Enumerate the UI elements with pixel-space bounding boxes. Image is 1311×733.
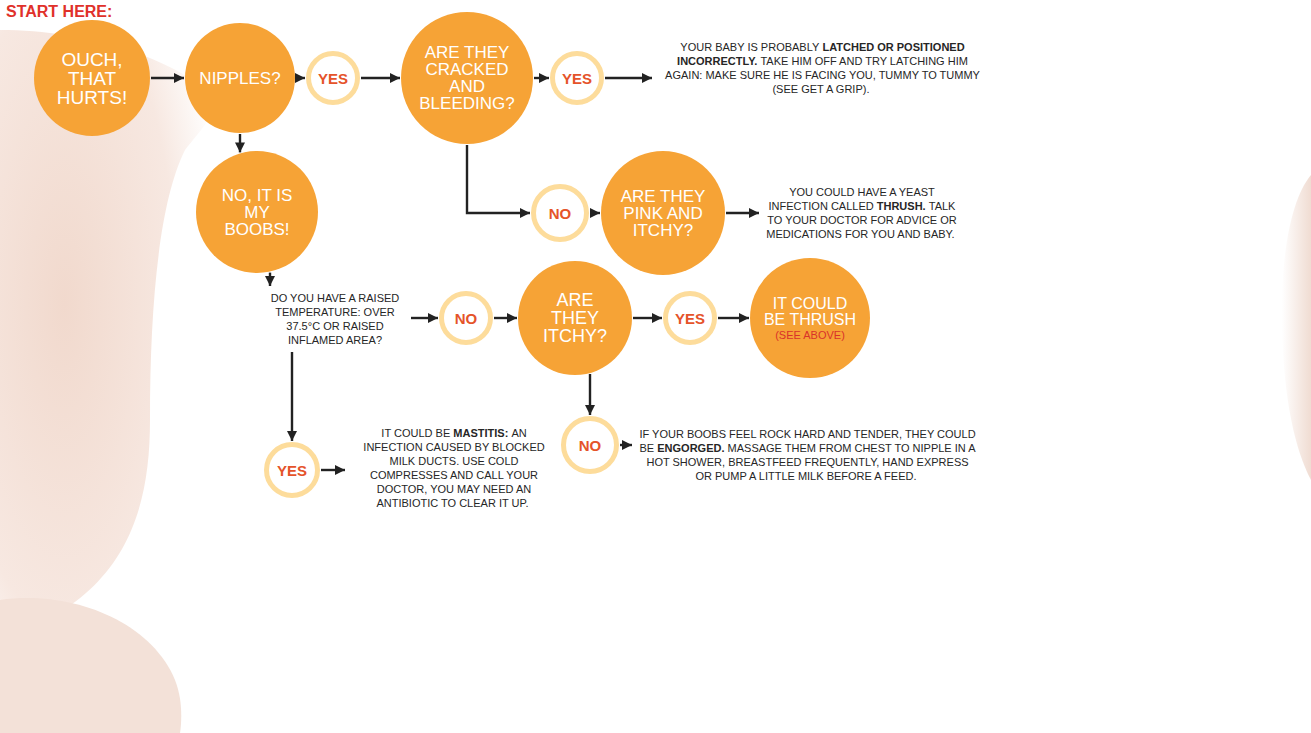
answer-label: YES (277, 462, 307, 479)
advice-text: IF YOUR BOOBS FEEL ROCK HARD AND TENDER,… (635, 425, 980, 485)
flow-arrow (589, 374, 591, 415)
question-circle: ARE THEY PINK AND ITCHY? (601, 151, 725, 275)
keyword-text: THRUSH. (877, 200, 926, 212)
text-holder: NO (549, 205, 572, 222)
text-holder: YES (675, 310, 705, 327)
flow-arrow (633, 317, 662, 319)
node-label: NIPPLES? (196, 70, 284, 87)
answer-ring: NO (561, 416, 619, 474)
flow-arrow (296, 77, 305, 79)
node-label: DO YOU HAVE A RAISED TEMPERATURE: OVER 3… (266, 291, 404, 347)
advice-text: YOU COULD HAVE A YEAST INFECTION CALLEDT… (762, 183, 962, 243)
text-holder: YES (562, 70, 592, 87)
answer-ring: NO (531, 184, 589, 242)
text-holder: OUCH, THAT HURTS! (49, 50, 135, 107)
flow-arrow (718, 317, 749, 319)
answer-ring: YES (306, 51, 360, 105)
flow-arrow (239, 134, 241, 152)
flow-arrow (534, 77, 549, 79)
flow-arrow (590, 212, 600, 214)
keyword-text: MASTITIS: (453, 427, 508, 439)
flow-arrow (151, 77, 184, 79)
node-label: OUCH, THAT HURTS! (49, 50, 135, 107)
answer-ring: YES (550, 51, 604, 105)
flow-arrow (291, 352, 293, 441)
body-text: YOUR BABY IS PROBABLY (680, 41, 819, 53)
question-circle: ARE THEY CRACKED AND BLEEDING? (401, 12, 533, 144)
node-label: ARE THEY CRACKED AND BLEEDING? (418, 44, 516, 112)
text-holder: NIPPLES? (196, 70, 284, 87)
flow-arrow (620, 444, 632, 446)
answer-label: YES (562, 70, 592, 87)
text-holder: IF YOUR BOOBS FEEL ROCK HARD AND TENDER,… (639, 427, 976, 483)
answer-ring: NO (439, 291, 493, 345)
answer-label: NO (455, 310, 478, 327)
answer-label: YES (318, 70, 348, 87)
text-holder: DO YOU HAVE A RAISED TEMPERATURE: OVER 3… (266, 291, 404, 347)
node-label: ARE THEY PINK AND ITCHY? (617, 188, 709, 239)
text-holder: NO, IT IS MY BOOBS! (212, 187, 302, 238)
text-holder: NO (579, 437, 602, 454)
text-holder: NO (455, 310, 478, 327)
flow-arrow (494, 317, 517, 319)
node-label: ARE THEY ITCHY? (532, 291, 619, 345)
second-figure (1282, 175, 1311, 480)
note-text: (SEE ABOVE) (762, 330, 858, 341)
question-circle: ARE THEY ITCHY? (518, 261, 632, 375)
text-holder: ARE THEY ITCHY? (532, 291, 619, 345)
start-circle: NO, IT IS MY BOOBS! (196, 151, 318, 273)
node-label: IT COULD BE THRUSH (762, 296, 858, 328)
start-circle: OUCH, THAT HURTS! (34, 20, 150, 136)
answer-label: NO (549, 205, 572, 222)
flow-arrow (321, 469, 345, 471)
question-circle: NIPPLES? (185, 23, 295, 133)
advice-text: IT COULD BEMASTITIS:AN INFECTION CAUSED … (348, 424, 560, 512)
text-holder: YOU COULD HAVE A YEAST INFECTION CALLEDT… (766, 185, 958, 241)
flow-arrow (726, 212, 759, 214)
flow-arrow (411, 317, 438, 319)
flow-arrow (605, 77, 652, 79)
node-label: NO, IT IS MY BOOBS! (212, 187, 302, 238)
body-text: IT COULD BE (381, 427, 450, 439)
keyword-text: ENGORGED. (657, 442, 724, 454)
advice-text: YOUR BABY IS PROBABLYLATCHED OR POSITION… (655, 38, 990, 98)
answer-label: NO (579, 437, 602, 454)
flow-arrow (467, 145, 530, 213)
question-text: DO YOU HAVE A RAISED TEMPERATURE: OVER 3… (262, 289, 408, 349)
text-holder: IT COULD BEMASTITIS:AN INFECTION CAUSED … (352, 426, 556, 510)
arm-shape (0, 598, 181, 733)
flow-arrow (361, 77, 400, 79)
text-holder: YES (318, 70, 348, 87)
text-holder: ARE THEY CRACKED AND BLEEDING? (418, 44, 516, 112)
answer-ring: YES (663, 291, 717, 345)
flow-arrow (269, 273, 271, 286)
answer-ring: YES (264, 442, 320, 498)
text-holder: ARE THEY PINK AND ITCHY? (617, 188, 709, 239)
result-circle: IT COULD BE THRUSH (SEE ABOVE) (750, 258, 870, 378)
text-holder: IT COULD BE THRUSH (SEE ABOVE) (762, 296, 858, 341)
body-text: AN INFECTION CAUSED BY BLOCKED MILK DUCT… (363, 427, 544, 509)
answer-label: YES (675, 310, 705, 327)
text-holder: YOUR BABY IS PROBABLYLATCHED OR POSITION… (659, 40, 986, 96)
start-heading: START HERE: (6, 3, 112, 21)
text-holder: YES (277, 462, 307, 479)
